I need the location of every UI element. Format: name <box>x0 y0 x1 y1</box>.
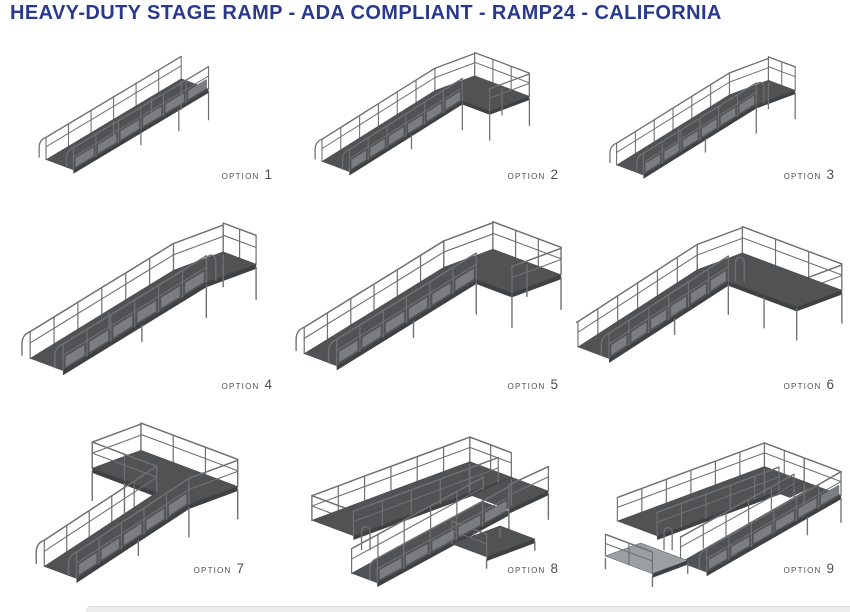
option-number: 2 <box>550 167 558 182</box>
option-number: 4 <box>264 377 272 392</box>
option-word: OPTION <box>783 172 822 181</box>
ramp-illustration-option-4 <box>21 222 257 376</box>
option-9-cell: OPTION 9 <box>576 414 848 610</box>
option-label: OPTION 2 <box>508 167 558 182</box>
option-3-cell: OPTION 3 <box>576 48 848 210</box>
option-6-cell: OPTION 6 <box>576 212 848 408</box>
option-label: OPTION 5 <box>508 377 558 392</box>
option-word: OPTION <box>783 566 822 575</box>
option-word: OPTION <box>221 172 260 181</box>
option-label: OPTION 3 <box>784 167 834 182</box>
option-number: 5 <box>550 377 558 392</box>
page-title: HEAVY-DUTY STAGE RAMP - ADA COMPLIANT - … <box>10 2 722 24</box>
option-7-cell: OPTION 7 <box>4 414 286 610</box>
option-4-cell: OPTION 4 <box>4 212 286 408</box>
option-1-cell: OPTION 1 <box>4 48 286 210</box>
option-label: OPTION 1 <box>222 167 272 182</box>
ramp-illustration-option-7 <box>35 422 239 584</box>
option-number: 1 <box>264 167 272 182</box>
option-label: OPTION 9 <box>784 561 834 576</box>
option-label: OPTION 4 <box>222 377 272 392</box>
option-word: OPTION <box>507 566 546 575</box>
ramp-illustration-option-6 <box>576 225 843 363</box>
option-word: OPTION <box>507 172 546 181</box>
ramp-illustration-option-3 <box>609 56 796 179</box>
option-number: 6 <box>826 377 834 392</box>
ramp-illustration-option-9 <box>604 442 842 587</box>
option-number: 7 <box>236 561 244 576</box>
option-label: OPTION 8 <box>508 561 558 576</box>
next-section-edge <box>86 606 850 612</box>
ramp-illustration-option-1 <box>38 55 210 174</box>
ramp-illustration-option-5 <box>295 220 562 371</box>
option-5-cell: OPTION 5 <box>288 212 572 408</box>
option-number: 8 <box>550 561 558 576</box>
option-label: OPTION 7 <box>194 561 244 576</box>
option-word: OPTION <box>221 382 260 391</box>
ramp-illustration-option-2 <box>314 51 531 176</box>
option-8-cell: OPTION 8 <box>288 414 572 610</box>
option-word: OPTION <box>783 382 822 391</box>
ramp-illustration-option-8 <box>311 436 550 588</box>
option-label: OPTION 6 <box>784 377 834 392</box>
option-2-cell: OPTION 2 <box>288 48 572 210</box>
option-word: OPTION <box>193 566 232 575</box>
option-number: 9 <box>826 561 834 576</box>
option-number: 3 <box>826 167 834 182</box>
option-word: OPTION <box>507 382 546 391</box>
